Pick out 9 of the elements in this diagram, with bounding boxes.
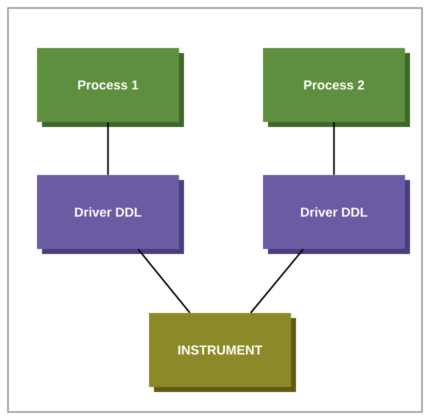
- process-box: Process 1: [37, 48, 184, 127]
- process-box: INSTRUMENT: [149, 313, 296, 392]
- connector-line: [250, 248, 304, 314]
- process-box: Process 2: [263, 48, 410, 127]
- connector-line: [138, 248, 190, 314]
- connector-line: [333, 122, 335, 175]
- connector-line: [107, 122, 109, 175]
- process-box: Driver DDL: [263, 175, 410, 254]
- process-box: Driver DDL: [37, 175, 184, 254]
